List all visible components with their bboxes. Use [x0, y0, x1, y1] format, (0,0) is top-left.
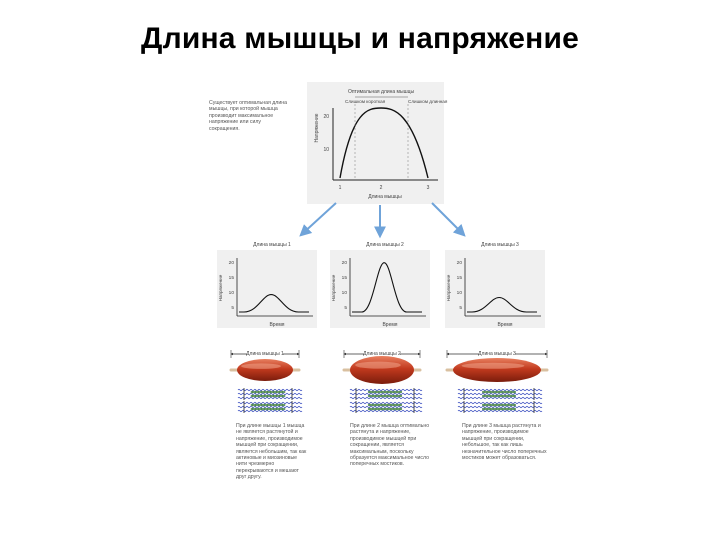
- small-graph-x-label: Время: [269, 322, 284, 328]
- small-graph-y-tick: 5: [459, 305, 462, 311]
- small-graph-y-tick: 15: [342, 275, 348, 281]
- muscle-belly: [350, 356, 414, 384]
- top-y-tick: 10: [323, 147, 329, 153]
- small-graph-y-tick: 15: [229, 275, 235, 281]
- small-graph-y-tick: 10: [229, 290, 235, 296]
- twitch-curve: [239, 294, 309, 313]
- actin-filament: [237, 396, 303, 400]
- small-graph-x-label: Время: [382, 322, 397, 328]
- small-graph-x-label: Время: [497, 322, 512, 328]
- muscle-2: Длина мышцы 2: [342, 349, 422, 384]
- top-x-label: Длина мышцы: [368, 194, 402, 200]
- small-graph-title: Длина мышцы 3: [481, 242, 519, 248]
- label-too-long: Слишком длинная: [408, 99, 448, 104]
- sarcomere-diagram-2: [349, 388, 423, 413]
- note-length-2: При длине 2 мышца оптимально растянута и…: [350, 423, 430, 468]
- small-graph-y-tick: 5: [344, 305, 347, 311]
- actin-filament: [237, 401, 303, 405]
- small-graphs-group: Длина мышцы 12015105НапряжениеВремяДлина…: [217, 242, 545, 328]
- top-length-tension-graph: Оптимальная длина мышцы Слишком короткая…: [307, 82, 448, 204]
- muscles-group: Длина мышцы 1 Длина мышцы 2 Длина мышцы 3: [229, 349, 549, 384]
- label-too-short: Слишком короткая: [345, 99, 386, 104]
- small-graph-y-tick: 20: [342, 260, 348, 266]
- small-graph-y-tick: 10: [457, 290, 463, 296]
- arrow-to-graph-3: [431, 202, 466, 237]
- actin-filament: [457, 405, 543, 409]
- top-graph-curve: [339, 107, 429, 179]
- sarcomere-diagram-3: [457, 388, 543, 413]
- actin-filament: [349, 388, 423, 392]
- label-optimal-length: Оптимальная длина мышцы: [348, 89, 415, 95]
- small-graph-y-tick: 10: [342, 290, 348, 296]
- arrow-to-graph-1: [299, 202, 337, 237]
- muscle-3: Длина мышцы 3: [445, 349, 549, 382]
- muscle-length-label: Длина мышцы 1: [246, 351, 284, 357]
- twitch-curve: [352, 262, 422, 313]
- small-graph-y-tick: 20: [229, 260, 235, 266]
- actin-filament: [349, 405, 423, 409]
- muscle-1: Длина мышцы 1: [229, 349, 301, 381]
- note-length-3: При длине 3 мышца растянута и напряжение…: [462, 423, 547, 462]
- actin-filament: [349, 396, 423, 400]
- small-graph-y-label: Напряжение: [446, 274, 451, 301]
- muscle-length-label: Длина мышцы 2: [363, 351, 401, 357]
- small-graph-panel: [330, 250, 430, 328]
- top-x-tick: 2: [380, 185, 383, 191]
- twitch-curve: [467, 296, 537, 313]
- actin-filament: [457, 392, 543, 396]
- small-graph-title: Длина мышцы 2: [366, 242, 404, 248]
- small-graph-y-label: Напряжение: [218, 274, 223, 301]
- actin-filament: [237, 388, 303, 392]
- actin-filament: [237, 392, 303, 396]
- actin-filament: [349, 392, 423, 396]
- top-y-tick: 20: [323, 114, 329, 120]
- muscle-belly: [237, 359, 293, 381]
- slide-title: Длина мышцы и напряжение: [141, 22, 579, 55]
- actin-filament: [457, 409, 543, 413]
- small-graph-y-tick: 15: [457, 275, 463, 281]
- top-y-label: Напряжение: [314, 113, 320, 142]
- actin-filament: [457, 396, 543, 400]
- actin-filament: [349, 409, 423, 413]
- sarcomeres-group: [237, 388, 543, 413]
- muscle-length-label: Длина мышцы 3: [478, 351, 516, 357]
- muscle-belly: [453, 358, 541, 382]
- top-x-tick: 1: [339, 185, 342, 191]
- top-note: Существует оптимальная длина мышцы, при …: [209, 100, 287, 132]
- small-graph-title: Длина мышцы 1: [253, 242, 291, 248]
- actin-filament: [237, 409, 303, 413]
- small-graph-y-tick: 20: [457, 260, 463, 266]
- top-x-tick: 3: [427, 185, 430, 191]
- actin-filament: [457, 388, 543, 392]
- actin-filament: [349, 401, 423, 405]
- sarcomere-diagram-1: [237, 388, 303, 413]
- top-graph-panel: [307, 82, 444, 204]
- small-graph-y-tick: 5: [231, 305, 234, 311]
- actin-filament: [457, 401, 543, 405]
- small-graph-y-label: Напряжение: [331, 274, 336, 301]
- small-graph-panel: [445, 250, 545, 328]
- connector-arrows: [299, 202, 466, 239]
- small-graph-panel: [217, 250, 317, 328]
- actin-filament: [237, 405, 303, 409]
- note-length-1: При длине мышцы 1 мышца не является раст…: [236, 423, 307, 481]
